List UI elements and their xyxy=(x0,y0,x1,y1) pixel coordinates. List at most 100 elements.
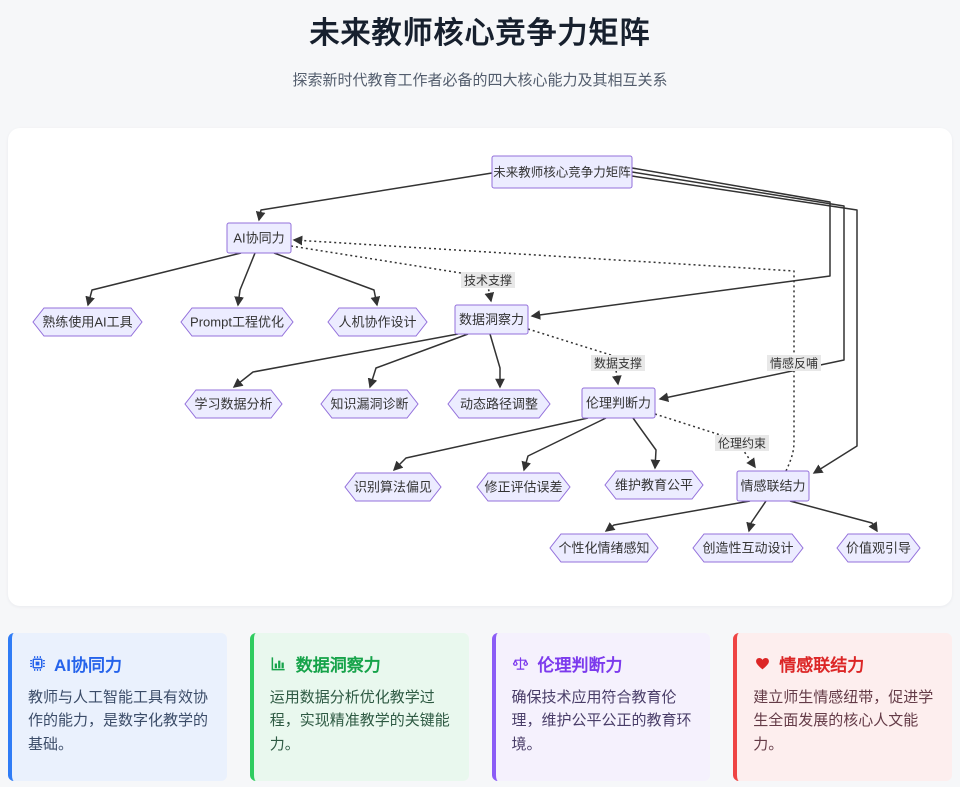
card-ethical-judgment: 伦理判断力 确保技术应用符合教育伦理，维护公平公正的教育环境。 xyxy=(491,633,711,781)
edge-ethics-to-leaf3 xyxy=(632,417,661,470)
card-title: AI协同力 xyxy=(54,656,122,675)
node-leaf-e3: 维护教育公平 xyxy=(604,470,704,500)
node-root-box xyxy=(491,155,633,189)
node-leaf-e1-box xyxy=(344,472,442,502)
edge-root-to-ai xyxy=(255,172,493,222)
node-data-box xyxy=(454,304,529,335)
card-title: 情感联结力 xyxy=(779,656,865,675)
node-leaf-ai1-label: 熟练使用AI工具 xyxy=(42,315,132,330)
node-leaf-m1-label: 个性化情绪感知 xyxy=(558,541,649,556)
node-leaf-m3: 价值观引导 xyxy=(836,533,921,563)
node-leaf-ai1: 熟练使用AI工具 xyxy=(32,307,143,337)
node-data-label: 数据洞察力 xyxy=(459,312,524,327)
card-title: 伦理判断力 xyxy=(537,656,623,675)
card-title: 数据洞察力 xyxy=(295,656,381,675)
card-description: 教师与人工智能工具有效协作的能力，是数字化教学的基础。 xyxy=(28,689,209,753)
edge-ai-to-leaf3 xyxy=(273,252,381,307)
flowchart-canvas: 技术支撑 数据支撑 情感反哺 伦理约束 未来教师核心竞争力矩阵 AI协同力 数据… xyxy=(8,128,952,606)
node-leaf-e1-label: 识别算法偏见 xyxy=(354,480,432,495)
node-leaf-m2-label: 创造性互动设计 xyxy=(702,541,793,556)
edge-label-data-support: 数据支撑 xyxy=(594,356,642,371)
chip-icon xyxy=(28,655,46,673)
node-ethics-label: 伦理判断力 xyxy=(586,396,651,411)
node-emotion-label: 情感联结力 xyxy=(740,479,805,494)
node-leaf-m3-box xyxy=(836,533,921,563)
card-data-insight: 数据洞察力 运用数据分析优化教学过程，实现精准教学的关键能力。 xyxy=(249,633,469,781)
node-leaf-e2-box xyxy=(476,472,571,502)
node-leaf-d1-box xyxy=(184,389,283,419)
edges-solid xyxy=(85,167,878,533)
node-ai-label: AI协同力 xyxy=(233,231,284,246)
card-ai-collaboration: AI协同力 教师与人工智能工具有效协作的能力，是数字化教学的基础。 xyxy=(8,633,227,781)
node-leaf-d3-label: 动态路径调整 xyxy=(460,397,538,412)
node-leaf-ai2-label: Prompt工程优化 xyxy=(190,315,284,330)
node-leaf-m2: 创造性互动设计 xyxy=(692,533,804,563)
edge-tech-support xyxy=(290,245,495,303)
page-subtitle: 探索新时代教育工作者必备的四大核心能力及其相互关系 xyxy=(292,72,668,89)
node-root: 未来教师核心竞争力矩阵 xyxy=(491,155,633,189)
node-leaf-e3-box xyxy=(604,470,704,500)
edge-label-tech: 技术支撑 xyxy=(464,273,512,288)
edge-root-to-data xyxy=(530,167,831,320)
node-data: 数据洞察力 xyxy=(454,304,529,335)
node-emotion-box xyxy=(736,470,810,502)
node-leaf-d2-label: 知识漏洞诊断 xyxy=(330,397,408,412)
edge-ai-to-leaf2 xyxy=(234,252,256,307)
node-leaf-e2-label: 修正评估误差 xyxy=(484,480,562,495)
node-leaf-d3-box xyxy=(447,389,551,419)
card-title-row: 数据洞察力 xyxy=(270,651,453,676)
node-ethics: 伦理判断力 xyxy=(581,387,656,419)
scale-icon xyxy=(512,655,530,673)
node-leaf-e1: 识别算法偏见 xyxy=(344,472,442,502)
bar-chart-icon xyxy=(270,655,288,673)
node-leaf-m1: 个性化情绪感知 xyxy=(549,533,659,563)
edge-label-bg xyxy=(715,435,769,451)
node-leaf-m3-label: 价值观引导 xyxy=(846,541,911,556)
edge-emotion-to-leaf2 xyxy=(746,500,767,533)
node-leaf-e2: 修正评估误差 xyxy=(476,472,571,502)
node-leaf-ai3-box xyxy=(327,307,428,337)
edge-root-to-ethics xyxy=(631,171,845,403)
flowchart-svg: 技术支撑 数据支撑 情感反哺 伦理约束 未来教师核心竞争力矩阵 AI协同力 数据… xyxy=(32,155,921,563)
node-root-label: 未来教师核心竞争力矩阵 xyxy=(493,165,631,180)
edge-emotion-feedback xyxy=(292,235,795,472)
node-leaf-ai3-label: 人机协作设计 xyxy=(338,315,416,330)
node-leaf-ai2-box xyxy=(180,307,294,337)
card-description: 运用数据分析优化教学过程，实现精准教学的关键能力。 xyxy=(269,689,450,753)
edge-labels: 技术支撑 数据支撑 情感反哺 伦理约束 xyxy=(461,272,821,451)
edge-label-ethics-constraint: 伦理约束 xyxy=(718,436,766,451)
node-leaf-ai3: 人机协作设计 xyxy=(327,307,428,337)
edge-root-to-emotion xyxy=(631,175,858,474)
edge-ai-to-leaf1 xyxy=(85,252,242,307)
edge-data-to-leaf2 xyxy=(367,333,469,389)
edge-emotion-to-leaf3 xyxy=(789,500,878,533)
card-description: 确保技术应用符合教育伦理，维护公平公正的教育环境。 xyxy=(511,689,692,753)
node-leaf-d2: 知识漏洞诊断 xyxy=(320,389,419,419)
card-title-row: AI协同力 xyxy=(28,651,211,676)
node-leaf-ai2: Prompt工程优化 xyxy=(180,307,294,337)
card-title-row: 情感联结力 xyxy=(753,651,936,676)
node-ethics-box xyxy=(581,387,656,419)
card-description: 建立师生情感纽带，促进学生全面发展的核心人文能力。 xyxy=(753,689,934,753)
edge-label-bg xyxy=(591,355,645,371)
edge-label-bg xyxy=(767,355,821,371)
edge-ethics-to-leaf2 xyxy=(521,417,607,472)
summary-cards: AI协同力 教师与人工智能工具有效协作的能力，是数字化教学的基础。 数据洞察力 … xyxy=(8,633,952,781)
node-leaf-d1-label: 学习数据分析 xyxy=(194,397,272,412)
node-ai: AI协同力 xyxy=(226,222,292,254)
card-title-row: 伦理判断力 xyxy=(512,651,695,676)
edge-label-bg xyxy=(461,272,515,288)
node-emotion: 情感联结力 xyxy=(736,470,810,502)
node-leaf-d3: 动态路径调整 xyxy=(447,389,551,419)
edge-label-emotion-feedback: 情感反哺 xyxy=(770,356,818,371)
page-title: 未来教师核心竞争力矩阵 xyxy=(309,17,651,50)
heart-icon xyxy=(753,655,771,673)
page-header: 未来教师核心竞争力矩阵 探索新时代教育工作者必备的四大核心能力及其相互关系 xyxy=(0,0,960,90)
edge-data-to-leaf3 xyxy=(489,333,505,389)
node-leaf-m2-box xyxy=(692,533,804,563)
node-leaf-e3-label: 维护教育公平 xyxy=(615,478,693,493)
card-emotional-bond: 情感联结力 建立师生情感纽带，促进学生全面发展的核心人文能力。 xyxy=(733,633,952,781)
node-leaf-m1-box xyxy=(549,533,659,563)
node-ai-box xyxy=(226,222,292,254)
node-leaf-d1: 学习数据分析 xyxy=(184,389,283,419)
